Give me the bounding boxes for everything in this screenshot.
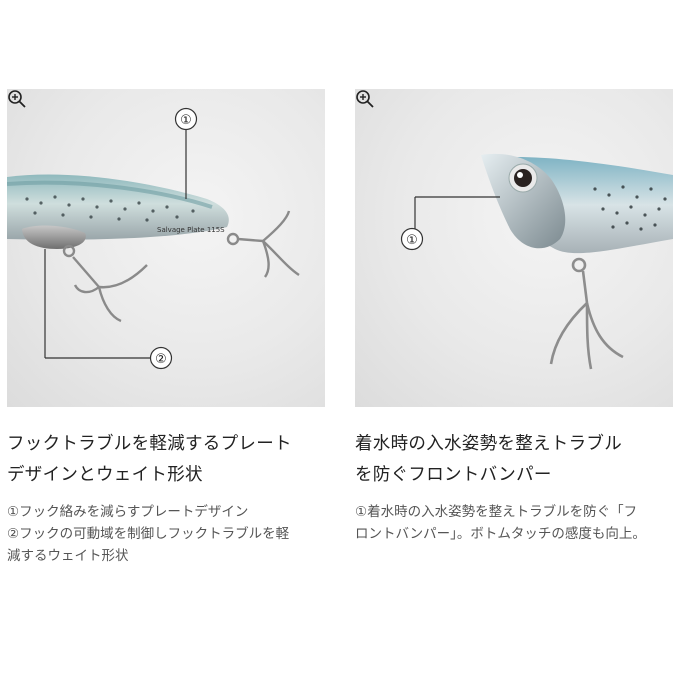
- feature-title: 着水時の入水姿勢を整えトラブル を防ぐフロントバンパー: [355, 429, 673, 491]
- front-hook: [549, 257, 624, 370]
- feature-desc-line-1: ①着水時の入水姿勢を整えトラブルを防ぐ「フ: [355, 504, 638, 520]
- callout-2: [149, 346, 173, 370]
- lure-print-text: Salvage Plate 115S: [157, 226, 225, 234]
- lure-spots: [593, 185, 667, 231]
- lure-photo-bumper[interactable]: ①: [355, 89, 673, 407]
- zoom-in-icon[interactable]: [355, 89, 375, 109]
- lure-photo-plate[interactable]: Salvage Plate 115S ①: [7, 89, 325, 407]
- lure-weight: [22, 225, 86, 249]
- lure-illustration-bumper: ①: [400, 153, 673, 370]
- feature-title-line-2: デザインとウェイト形状: [7, 465, 203, 485]
- feature-title-line-2: を防ぐフロントバンパー: [355, 465, 552, 485]
- feature-description: ①フック絡みを減らすプレートデザイン ②フックの可動域を制御しフックトラブルを軽…: [7, 501, 325, 567]
- feature-card-bumper: ① 着水時の入水姿勢を整えトラブル を防ぐフロントバンパー ①着水時の入水姿勢を…: [355, 89, 673, 545]
- feature-desc-line-2: ②フックの可動域を制御しフックトラブルを軽: [7, 526, 290, 542]
- feature-desc-line-2: ロントバンパー」。ボトムタッチの感度も向上。: [355, 526, 646, 542]
- lure-spots: [25, 195, 195, 222]
- feature-title: フックトラブルを軽減するプレート デザインとウェイト形状: [7, 429, 325, 491]
- front-bumper: [481, 153, 566, 249]
- callout-1: [400, 227, 424, 251]
- zoom-in-icon[interactable]: [7, 89, 27, 109]
- callout-1-label: ①: [180, 113, 192, 128]
- callout-1-label: ①: [406, 233, 418, 248]
- lure-illustration-plate: Salvage Plate 115S ①: [7, 107, 300, 370]
- belly-hook: [62, 244, 148, 323]
- feature-desc-line-3: 減するウェイト形状: [7, 548, 129, 564]
- callout-1: [174, 107, 198, 131]
- tail-hook: [226, 210, 300, 278]
- feature-card-plate: Salvage Plate 115S ①: [7, 89, 325, 567]
- callout-2-label: ②: [155, 352, 167, 367]
- feature-title-line-1: 着水時の入水姿勢を整えトラブル: [355, 434, 622, 454]
- feature-description: ①着水時の入水姿勢を整えトラブルを防ぐ「フ ロントバンパー」。ボトムタッチの感度…: [355, 501, 673, 545]
- feature-title-line-1: フックトラブルを軽減するプレート: [7, 434, 292, 454]
- feature-desc-line-1: ①フック絡みを減らすプレートデザイン: [7, 504, 249, 520]
- lure-body: [7, 174, 229, 240]
